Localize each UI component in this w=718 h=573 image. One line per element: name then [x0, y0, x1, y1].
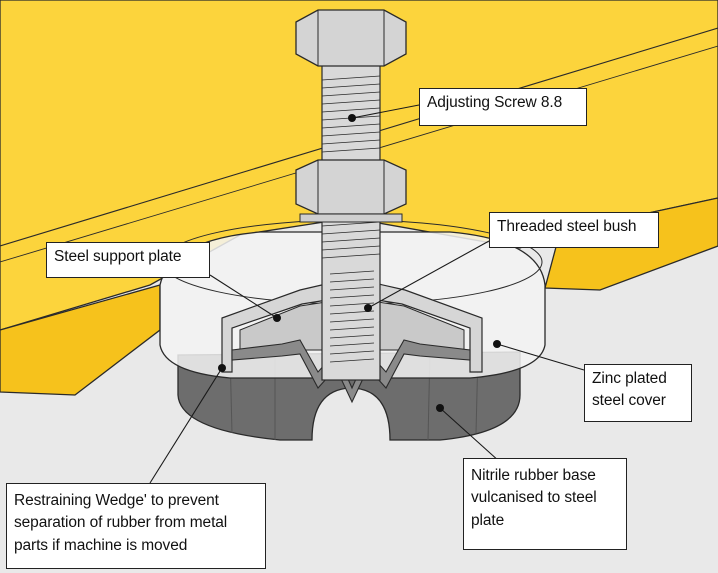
label-nitrile-base: Nitrile rubber base vulcanised to steel …: [463, 458, 627, 550]
label-nitrile-base-line-2: vulcanised to steel: [471, 489, 597, 507]
label-zinc-cover: Zinc plated steel cover: [584, 364, 692, 422]
label-nitrile-base-line-3: plate: [471, 511, 505, 529]
label-zinc-cover-line-2: steel cover: [592, 392, 666, 410]
washer: [299, 213, 403, 223]
label-adjusting-screw-text: Adjusting Screw 8.8: [427, 94, 563, 111]
label-support-plate: Steel support plate: [46, 242, 210, 278]
label-support-plate-text: Steel support plate: [54, 248, 182, 265]
hex-head: [295, 9, 407, 67]
label-adjusting-screw: Adjusting Screw 8.8: [419, 88, 587, 126]
label-restraining-wedge-line-2: separation of rubber from metal: [14, 514, 228, 532]
leader-dots: [218, 114, 501, 412]
label-threaded-bush: Threaded steel bush: [489, 212, 659, 248]
label-threaded-bush-text: Threaded steel bush: [497, 218, 637, 235]
label-zinc-cover-line-1: Zinc plated: [592, 370, 667, 387]
label-nitrile-base-line-1: Nitrile rubber base: [471, 467, 596, 484]
label-restraining-wedge-line-1: Restraining Wedge' to prevent: [14, 492, 219, 509]
label-restraining-wedge: Restraining Wedge' to prevent separation…: [6, 483, 266, 569]
lock-nut: [295, 159, 407, 215]
label-restraining-wedge-line-3: parts if machine is moved: [14, 536, 188, 554]
leader-lines: [149, 104, 585, 484]
